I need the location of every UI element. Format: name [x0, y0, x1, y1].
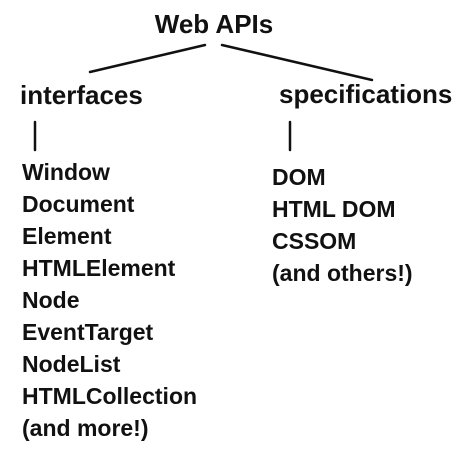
list-item: Window: [22, 159, 110, 185]
branch-label-interfaces: interfaces: [20, 80, 143, 110]
list-item: NodeList: [22, 351, 121, 377]
branch-label-specifications: specifications: [279, 79, 453, 109]
list-item: Document: [22, 191, 135, 217]
list-item: HTMLElement: [22, 255, 176, 281]
list-item: (and more!): [22, 415, 149, 441]
connector-to-interfaces: [88, 43, 207, 74]
specifications-list: DOM HTML DOM CSSOM (and others!): [272, 161, 413, 289]
list-item: Node: [22, 287, 80, 313]
list-item: DOM: [272, 164, 326, 190]
list-item: CSSOM: [272, 228, 357, 254]
list-item: Element: [22, 223, 112, 249]
list-item: HTML DOM: [272, 196, 396, 222]
connector-to-specifications: [220, 43, 374, 82]
list-item: HTMLCollection: [22, 383, 198, 409]
list-item: (and others!): [272, 260, 413, 286]
list-item: EventTarget: [22, 319, 154, 345]
interfaces-list: Window Document Element HTMLElement Node…: [22, 156, 197, 444]
diagram-title: Web APIs: [154, 9, 274, 39]
